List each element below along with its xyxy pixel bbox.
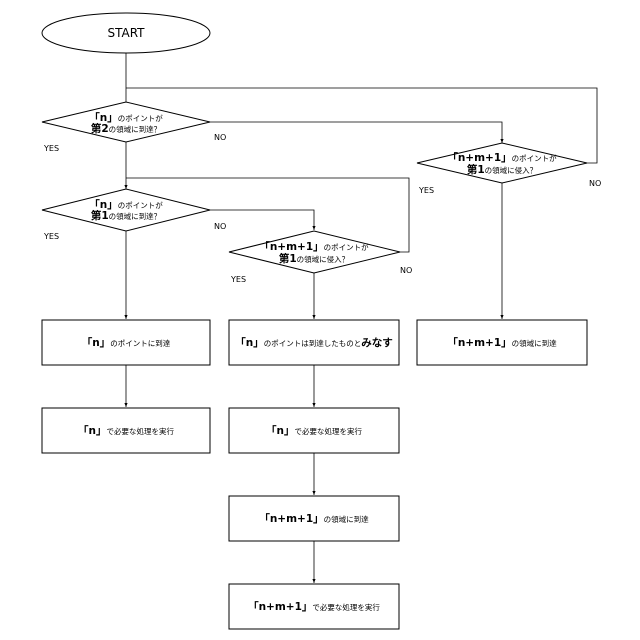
start-label: START bbox=[107, 26, 145, 40]
label-d1-no: NO bbox=[214, 133, 226, 142]
label-d2-yes: YES bbox=[43, 232, 59, 241]
label-d3-no: NO bbox=[400, 266, 412, 275]
connector-d1-no bbox=[210, 122, 502, 143]
label-d1-yes: YES bbox=[43, 144, 59, 153]
label-d3-yes: YES bbox=[230, 275, 246, 284]
label-d4-yes: YES bbox=[418, 186, 434, 195]
label-d2-no: NO bbox=[214, 222, 226, 231]
decision-d2 bbox=[42, 189, 210, 231]
label-d4-no: NO bbox=[589, 179, 601, 188]
